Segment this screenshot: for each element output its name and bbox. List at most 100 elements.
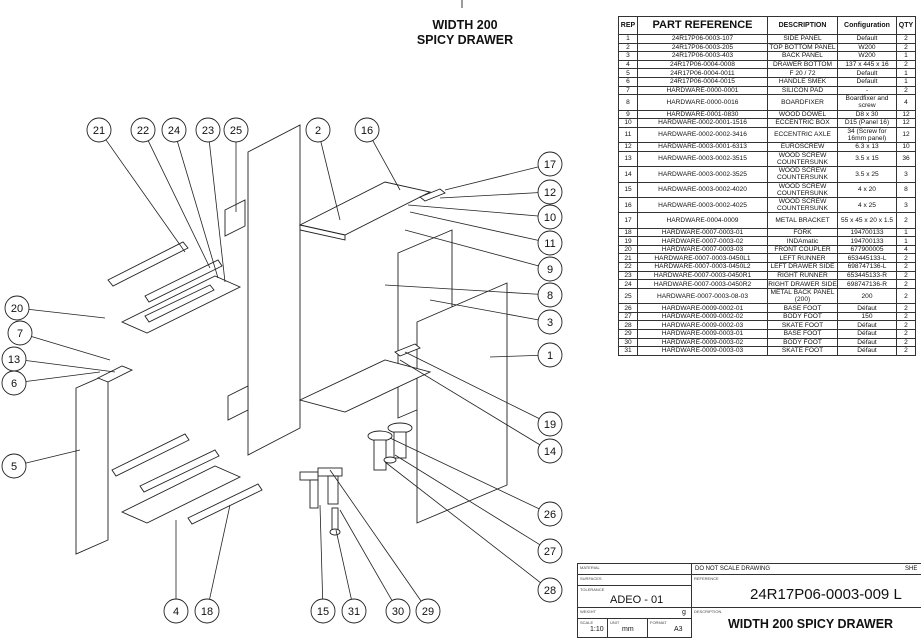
callout-circle — [1, 453, 27, 479]
bom-cell-configuration: Défaut — [837, 337, 897, 348]
callout-leader — [177, 141, 219, 279]
bom-cell-configuration: W200 — [837, 51, 897, 61]
callout-bubble: 18 — [194, 598, 220, 624]
tb-no-scale: DO NOT SCALE DRAWING SHE — [692, 564, 921, 575]
callout-circle — [194, 598, 220, 624]
bom-cell-description: BASE FOOT — [767, 303, 838, 313]
callout-leader — [409, 211, 539, 241]
callout-bubble: 11 — [537, 230, 563, 256]
callout-circle — [537, 438, 563, 464]
callout-bubble: 5 — [1, 453, 27, 479]
bom-cell-qty: 4 — [896, 94, 916, 111]
bom-cell-configuration: 55 x 45 x 20 x 1.5 — [837, 212, 897, 229]
bom-cell-part-reference: 24R17P06-0004-0015 — [637, 76, 768, 87]
bom-cell-description: BOARDFIXER — [767, 94, 838, 111]
bom-cell-description: RIGHT DRAWER SIDE — [767, 279, 838, 289]
bom-cell-qty: 1 — [896, 236, 916, 246]
bom-cell-qty: 1 — [896, 76, 916, 87]
foot-base-3 — [367, 430, 393, 442]
bom-cell-qty: 2 — [896, 212, 916, 229]
tb-surface-label: SURFACES — [580, 576, 602, 581]
callout-number: 14 — [544, 446, 556, 458]
bom-cell-part-reference: HARDWARE-0009-0002-01 — [637, 303, 768, 313]
bom-cell-description: EUROSCREW — [767, 142, 838, 152]
bom-cell-part-reference: HARDWARE-0007-0003-03 — [637, 244, 768, 255]
bom-cell-rep: 4 — [618, 59, 638, 70]
drawing-title-line1: WIDTH 200 — [432, 18, 498, 32]
title-block: MATERIAL SURFACES TOLERANCE ADEO - 01 WE… — [577, 563, 921, 638]
bom-cell-description: TOP BOTTOM PANEL — [767, 42, 838, 53]
callout-number: 3 — [547, 317, 553, 329]
bom-cell-description: DRAWER BOTTOM — [767, 59, 838, 70]
metal-bracket-bottom — [394, 343, 421, 357]
callout-circle — [537, 538, 563, 564]
bom-cell-rep: 9 — [618, 109, 638, 120]
callout-bubble: 29 — [415, 598, 441, 624]
callout-circle — [1, 346, 27, 372]
tb-format-value: A3 — [674, 626, 683, 633]
callout-bubble: 24 — [161, 117, 187, 143]
tb-surface: SURFACES — [578, 575, 692, 586]
bom-cell-rep: 12 — [618, 142, 638, 152]
bom-cell-configuration: 4 x 25 — [837, 196, 897, 214]
callout-number: 29 — [422, 606, 434, 618]
callout-bubble: 30 — [385, 598, 411, 624]
bom-cell-description: SKATE FOOT — [767, 346, 838, 356]
bom-cell-rep: 10 — [618, 118, 638, 128]
callout-bubble: 26 — [537, 501, 563, 527]
callout-number: 5 — [11, 461, 17, 473]
bom-cell-description: WOOD SCREW COUNTERSUNK — [767, 196, 838, 214]
tb-no-scale-text: DO NOT SCALE DRAWING — [695, 566, 771, 572]
bom-cell-configuration: 34 (Screw for 16mm panel) — [837, 126, 897, 144]
callout-number: 10 — [544, 212, 556, 224]
callout-number: 11 — [544, 238, 555, 250]
bom-cell-configuration: 200 — [837, 287, 897, 305]
callout-number: 27 — [544, 546, 556, 558]
bom-cell-qty: 4 — [896, 244, 916, 255]
callout-leader — [394, 454, 541, 546]
bom-cell-rep: 3 — [618, 51, 638, 61]
bom-cell-description: WOOD DOWEL — [767, 109, 838, 120]
tb-reference-label: REFERENCE — [694, 576, 719, 581]
tb-tolerance-label: TOLERANCE — [580, 587, 605, 592]
bom-cell-qty: 2 — [896, 346, 916, 356]
callout-bubble: 3 — [537, 309, 563, 335]
callout-leader — [389, 437, 540, 510]
bill-of-materials-table: REP PART REFERENCE DESCRIPTION Configura… — [618, 16, 916, 356]
bom-cell-qty: 2 — [896, 329, 916, 339]
bom-cell-part-reference: HARDWARE-0009-0002-03 — [637, 320, 768, 330]
callout-leader — [25, 371, 101, 382]
bom-cell-rep: 17 — [618, 212, 638, 229]
tb-format: FORMAT A3 — [648, 619, 692, 638]
bom-cell-description: INDAmatic — [767, 236, 838, 246]
bom-cell-part-reference: HARDWARE-0009-0003-02 — [637, 337, 768, 348]
bom-cell-part-reference: HARDWARE-0009-0003-01 — [637, 329, 768, 339]
bom-cell-rep: 5 — [618, 68, 638, 78]
callout-number: 17 — [544, 159, 556, 171]
bom-cell-rep: 8 — [618, 94, 638, 111]
callout-bubble: 1 — [537, 342, 563, 368]
metal-bracket-top — [419, 188, 446, 202]
bom-cell-part-reference: 24R17P06-0003-205 — [637, 42, 768, 53]
callout-leader — [208, 141, 226, 283]
bom-cell-part-reference: HARDWARE-0009-0002-02 — [637, 311, 768, 322]
bom-cell-qty: 12 — [896, 109, 916, 120]
bom-cell-configuration: 194700133 — [837, 236, 897, 246]
bom-cell-qty: 3 — [896, 196, 916, 214]
bom-cell-configuration: 137 x 445 x 16 — [837, 59, 897, 70]
bom-cell-configuration: Défaut — [837, 320, 897, 330]
